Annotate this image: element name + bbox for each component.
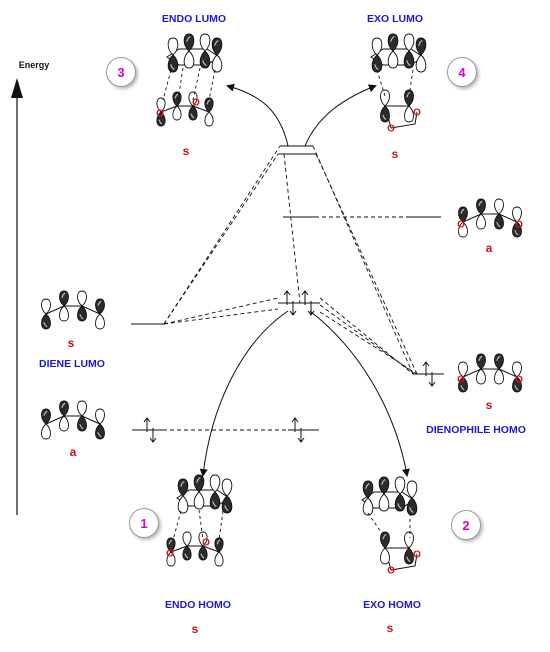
svg-text:O: O bbox=[457, 220, 465, 231]
exo-lumo-title: EXO LUMO bbox=[366, 13, 424, 25]
svg-text:O: O bbox=[457, 375, 465, 386]
badge-endo-lumo: 3 bbox=[106, 57, 136, 87]
dienophile-exo-orbitals: OO bbox=[380, 89, 421, 135]
orbital-group bbox=[41, 400, 105, 440]
badge-endo-homo: 1 bbox=[129, 508, 159, 538]
svg-text:O: O bbox=[515, 220, 523, 231]
svg-text:O: O bbox=[156, 109, 164, 120]
ring-orbitals bbox=[166, 33, 223, 73]
endo-lumo-title: ENDO LUMO bbox=[161, 13, 227, 25]
badge-exo-homo: 2 bbox=[451, 510, 481, 540]
exo-homo-symmetry: s bbox=[386, 621, 394, 635]
ring-orbitals bbox=[361, 476, 418, 516]
dienophile-homo-title: DIENOPHILE HOMO bbox=[426, 424, 526, 436]
svg-text:O: O bbox=[166, 549, 174, 560]
endo-lumo-symmetry: s bbox=[182, 144, 190, 158]
svg-text:O: O bbox=[387, 124, 395, 135]
correlation-lines bbox=[163, 145, 418, 431]
exo-lumo-symmetry: s bbox=[391, 147, 399, 161]
diene-lumo-title: DIENE LUMO bbox=[39, 358, 105, 370]
endo-homo-symmetry: s bbox=[191, 622, 199, 636]
ring-orbitals bbox=[176, 474, 233, 514]
diene-lumo-symmetry: s bbox=[67, 336, 75, 350]
dienophile-homo-symmetry: s bbox=[485, 398, 493, 412]
svg-text:O: O bbox=[515, 375, 523, 386]
arrow-to-exo-homo bbox=[309, 310, 410, 477]
curved-arrows bbox=[199, 83, 410, 477]
dienophile-endo-orbitals: OO bbox=[156, 91, 214, 127]
svg-text:O: O bbox=[413, 108, 421, 119]
electron-spins bbox=[143, 290, 436, 443]
energy-levels bbox=[131, 145, 444, 431]
orbital-group bbox=[41, 290, 105, 330]
badge-exo-lumo: 4 bbox=[447, 57, 477, 87]
endo-homo-title: ENDO HOMO bbox=[165, 599, 231, 611]
energy-axis-arrowhead bbox=[11, 78, 23, 98]
arrow-to-endo-homo bbox=[199, 310, 289, 477]
arrow-to-exo-lumo bbox=[304, 84, 377, 147]
dienophile-endo-orbitals: OO bbox=[166, 531, 224, 567]
dienophile-exo-orbitals: OO bbox=[380, 531, 421, 577]
svg-text:O: O bbox=[192, 98, 200, 109]
svg-text:O: O bbox=[413, 550, 421, 561]
energy-axis-label: Energy bbox=[18, 60, 50, 70]
arrow-to-endo-lumo bbox=[226, 83, 289, 147]
diene-homo-symmetry: a bbox=[69, 445, 77, 459]
dienophile-lumo-symmetry: a bbox=[485, 241, 493, 255]
exo-homo-title: EXO HOMO bbox=[363, 599, 421, 611]
ring-orbitals bbox=[370, 33, 427, 73]
svg-text:O: O bbox=[387, 566, 395, 577]
svg-text:O: O bbox=[202, 538, 210, 549]
